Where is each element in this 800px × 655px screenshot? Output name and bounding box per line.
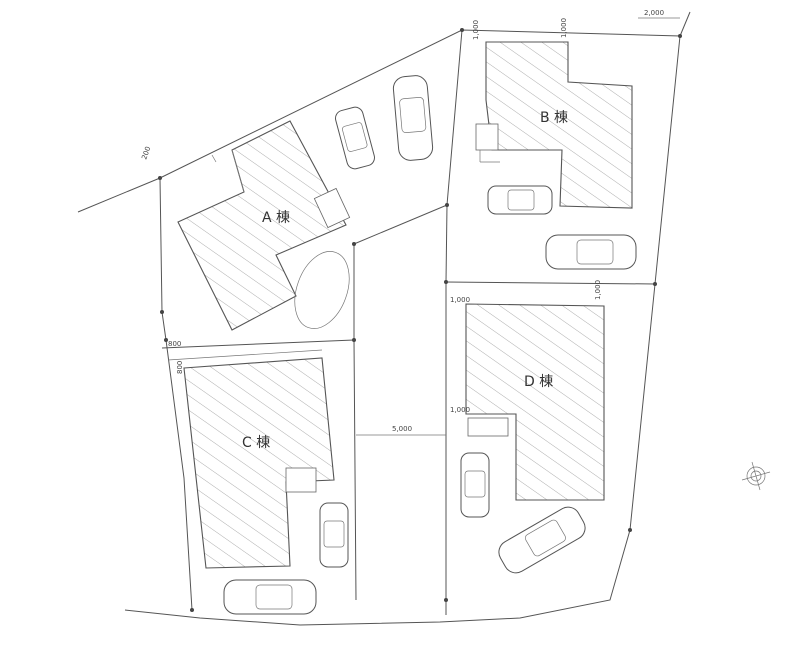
d-dim-top-right: 1,000 (594, 280, 602, 300)
d-dim-mid: 1,000 (450, 406, 470, 414)
car-b1 (487, 185, 553, 215)
b-dim-right: 1,000 (560, 18, 568, 38)
building-d: 1,000 1,000 1,000 D 棟 (450, 280, 605, 501)
building-b-label: B 棟 (540, 110, 568, 126)
car-a2 (392, 75, 434, 161)
car-c1 (319, 502, 349, 568)
car-b2 (545, 234, 637, 270)
b-dim-left: 1,000 (472, 20, 480, 40)
building-c: 800 800 C 棟 (167, 340, 335, 569)
car-c2 (223, 579, 317, 615)
top-right-dim: 2,000 (644, 9, 664, 17)
building-c-label: C 棟 (242, 435, 270, 451)
top-left-dim: 200 (140, 145, 152, 160)
lot-boundaries (77, 11, 691, 626)
boundary-markers (158, 28, 682, 612)
parking-cars (223, 75, 637, 615)
c-dim-top: 800 (168, 340, 181, 348)
compass-icon (741, 461, 771, 491)
road-dim: 5,000 (392, 425, 412, 433)
building-a: A 棟 (177, 120, 351, 331)
car-d2 (498, 506, 586, 574)
building-d-label: D 棟 (524, 374, 553, 390)
c-dim-left: 800 (176, 361, 184, 374)
building-a-label: A 棟 (262, 210, 290, 226)
d-dim-top-left: 1,000 (450, 296, 470, 304)
car-a1 (335, 106, 375, 170)
car-d1 (460, 452, 490, 518)
building-b: 1,000 1,000 B 棟 (472, 18, 633, 209)
